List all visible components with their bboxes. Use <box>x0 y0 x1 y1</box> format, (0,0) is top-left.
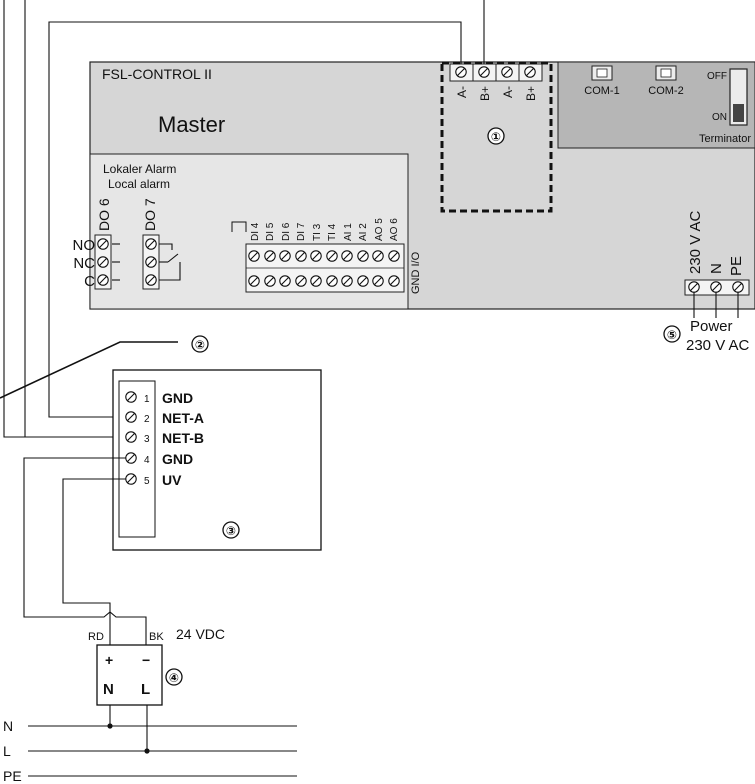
bus-screw-1[interactable] <box>455 66 467 78</box>
psu-plus: + <box>105 652 113 668</box>
module-pin-2-num: 2 <box>144 414 150 425</box>
bus-callout-frame <box>440 61 553 213</box>
alarm-output-do7: DO 7 <box>142 198 158 231</box>
io-label-di4: DI 4 <box>250 222 261 241</box>
callout-1-badge <box>487 127 505 145</box>
module-pin-3-num: 3 <box>144 434 150 445</box>
com-2-label: COM-2 <box>648 85 683 97</box>
io-label-ai2: AI 2 <box>358 223 369 241</box>
power-terminal-n-label: N <box>708 263 725 274</box>
module-pin-4-screw[interactable] <box>125 452 137 464</box>
io-label-di7: DI 7 <box>296 222 307 241</box>
mains-l-label: L <box>3 743 11 759</box>
callout-5-badge <box>663 325 681 343</box>
module-pins: 1 2 3 4 5 GND NET-A NET-B GND UV <box>125 390 204 488</box>
psu-voltage: 24 VDC <box>176 626 225 642</box>
bus-label-1: A- <box>455 86 469 98</box>
alarm-title-en: Local alarm <box>108 177 170 191</box>
contact-no: NO <box>73 237 96 254</box>
callout-3-badge <box>222 521 240 539</box>
alarm-title-de: Lokaler Alarm <box>103 162 176 176</box>
module-pin-3-name: NET-B <box>162 430 204 446</box>
controller-role: Master <box>158 112 225 137</box>
module-pin-4-name: GND <box>162 451 193 467</box>
io-label-ao5: AO 5 <box>374 218 385 241</box>
psu-bk-label: BK <box>149 631 164 643</box>
module-pin-3-screw[interactable] <box>125 431 137 443</box>
module-pin-1-screw[interactable] <box>125 391 137 403</box>
alarm-output-do6: DO 6 <box>96 198 112 231</box>
bus-label-3: A- <box>501 86 515 98</box>
terminator-off-label: OFF <box>707 71 727 82</box>
callout-3: ③ <box>226 524 236 538</box>
psu-minus: − <box>142 652 150 668</box>
contact-nc: NC <box>73 255 95 272</box>
power-voltage: 230 V AC <box>686 337 750 354</box>
module-pin-5-num: 5 <box>144 476 150 487</box>
module-terminal-strip <box>118 380 156 538</box>
module-pin-2-name: NET-A <box>162 410 204 426</box>
do6-c-screw[interactable] <box>97 274 109 286</box>
mains-lines <box>28 725 297 777</box>
mains-n-label: N <box>3 718 13 734</box>
module-pin-1-num: 1 <box>144 394 150 405</box>
power-screw-n[interactable] <box>710 281 722 293</box>
callout-2-badge <box>191 335 209 353</box>
module-pin-5-name: UV <box>162 472 182 488</box>
bus-screw-3[interactable] <box>501 66 513 78</box>
io-label-ao6: AO 6 <box>389 218 400 241</box>
power-screw-l[interactable] <box>688 281 700 293</box>
io-label-ti3: TI 3 <box>312 223 323 241</box>
io-label-ti4: TI 4 <box>327 223 338 241</box>
io-labels: DI 4 DI 5 DI 6 DI 7 TI 3 TI 4 AI 1 AI 2 … <box>250 218 400 241</box>
psu-rd-label: RD <box>88 631 104 643</box>
do6-no-screw[interactable] <box>97 238 109 250</box>
module-pin-4-num: 4 <box>144 455 150 466</box>
do7-c-screw[interactable] <box>145 274 157 286</box>
mains-pe-label: PE <box>3 768 22 784</box>
module-pin-1-name: GND <box>162 390 193 406</box>
callout-2: ② <box>195 338 205 352</box>
com-1-label: COM-1 <box>584 85 619 97</box>
callout-1: ① <box>491 130 501 144</box>
callout-5: ⑤ <box>667 328 677 342</box>
do7-no-screw[interactable] <box>145 238 157 250</box>
do6-nc-screw[interactable] <box>97 256 109 268</box>
contact-c: C <box>84 273 95 290</box>
bus-screw-4[interactable] <box>524 66 536 78</box>
supply-wires <box>23 457 147 645</box>
bus-label-2: B+ <box>478 86 492 101</box>
bus-screw-2[interactable] <box>478 66 490 78</box>
module-pin-2-screw[interactable] <box>125 411 137 423</box>
power-label: Power <box>690 318 733 335</box>
terminator-on-label: ON <box>712 112 727 123</box>
io-gnd-label: GND I/O <box>410 251 422 294</box>
power-voltage-vertical: 230 V AC <box>687 210 704 274</box>
psu-n: N <box>103 681 114 698</box>
power-feed-lines <box>693 292 739 318</box>
power-terminal-pe-label: PE <box>728 256 745 276</box>
do7-nc-screw[interactable] <box>145 256 157 268</box>
callout-4-badge <box>165 668 183 686</box>
terminator-switch-knob[interactable] <box>733 104 744 122</box>
power-screw-pe[interactable] <box>732 281 744 293</box>
psu-l: L <box>141 681 150 698</box>
relay-contact-symbol <box>112 243 181 281</box>
io-label-di5: DI 5 <box>265 222 276 241</box>
psu-box <box>96 644 163 706</box>
bus-label-4: B+ <box>524 86 538 101</box>
callout-2-leader <box>0 341 178 399</box>
callout-4: ④ <box>169 671 179 685</box>
io-label-ai1: AI 1 <box>343 223 354 241</box>
terminator-label: Terminator <box>699 133 751 145</box>
bus-cables <box>3 0 485 438</box>
io-label-di6: DI 6 <box>281 222 292 241</box>
controller-title: FSL-CONTROL II <box>102 66 212 82</box>
io-bracket <box>231 221 247 232</box>
psu-mains-wires <box>109 705 148 751</box>
module-pin-5-screw[interactable] <box>125 473 137 485</box>
